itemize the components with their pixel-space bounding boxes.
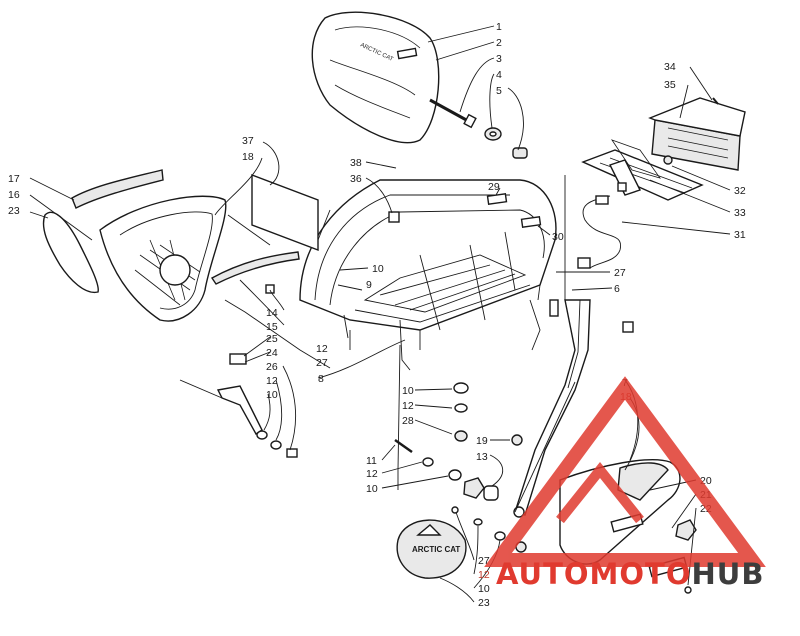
callout-10: 10 xyxy=(372,263,384,275)
callout-27c: 27 xyxy=(478,555,490,567)
callout-12c: 12 xyxy=(402,400,414,412)
callout-15: 15 xyxy=(266,321,278,333)
cargo-rack-frame xyxy=(299,179,557,350)
callout-24: 24 xyxy=(266,347,278,359)
callout-31: 31 xyxy=(734,229,746,241)
callout-34: 34 xyxy=(664,61,676,73)
emblem-cover: ARCTIC CAT xyxy=(396,519,467,579)
side-cover xyxy=(42,211,99,294)
bolt xyxy=(265,284,275,294)
callout-12: 12 xyxy=(316,343,328,355)
callout-23b: 23 xyxy=(478,597,490,609)
callout-27: 27 xyxy=(614,267,626,279)
callout-10e: 10 xyxy=(478,583,490,595)
callout-2: 2 xyxy=(496,37,502,49)
callout-1: 1 xyxy=(496,21,502,33)
reflector xyxy=(486,192,508,206)
callout-5: 5 xyxy=(496,85,502,97)
bushing xyxy=(512,147,528,159)
callout-9: 9 xyxy=(366,279,372,291)
callout-29: 29 xyxy=(488,181,500,193)
callout-27b: 27 xyxy=(316,357,328,369)
callout-11: 11 xyxy=(366,455,377,467)
watermark-moto: MOTO xyxy=(590,557,692,591)
callout-10c: 10 xyxy=(402,385,414,397)
emblem-text: ARCTIC CAT xyxy=(412,545,460,554)
watermark-auto: AUTOMOTOHUB xyxy=(496,557,764,591)
callout-leaders xyxy=(29,25,731,603)
watermark-auto: AUTO xyxy=(496,557,590,591)
callout-37: 37 xyxy=(242,135,254,147)
mounting-plate xyxy=(251,173,319,252)
callout-26: 26 xyxy=(266,361,278,373)
callout-16: 16 xyxy=(8,189,20,201)
callout-labels: 1 2 3 4 5 34 35 37 18 38 36 29 32 33 31 … xyxy=(8,21,746,609)
callout-12d: 12 xyxy=(366,468,378,480)
callout-13: 13 xyxy=(476,451,488,463)
side-frame xyxy=(99,195,227,322)
callout-4: 4 xyxy=(496,69,502,81)
callout-36: 36 xyxy=(350,173,362,185)
callout-23: 23 xyxy=(8,205,20,217)
mount-bracket xyxy=(216,353,263,436)
callout-30: 30 xyxy=(552,231,564,243)
callout-17: 17 xyxy=(8,173,20,185)
grab-strap xyxy=(71,169,164,209)
callout-25: 25 xyxy=(266,333,278,345)
tail-light-housing xyxy=(648,97,746,171)
assembly-lines xyxy=(179,175,576,513)
knob xyxy=(463,477,499,501)
watermark-text: AUTOMOTOHUB xyxy=(496,557,764,591)
callout-10b: 10 xyxy=(266,389,278,401)
callout-33: 33 xyxy=(734,207,746,219)
callout-38: 38 xyxy=(350,157,362,169)
bolt xyxy=(429,98,477,129)
callout-14: 14 xyxy=(266,307,278,319)
reflector xyxy=(520,215,542,229)
callout-3: 3 xyxy=(496,53,502,65)
watermark-logo xyxy=(484,376,766,567)
callout-18: 18 xyxy=(242,151,254,163)
watermark-hub: HUB xyxy=(692,557,765,591)
callout-28: 28 xyxy=(402,415,414,427)
fastener-stack xyxy=(453,382,523,446)
callout-6: 6 xyxy=(614,283,620,295)
callout-19: 19 xyxy=(476,435,488,447)
tail-light-wiring xyxy=(577,195,621,269)
callout-35: 35 xyxy=(664,79,676,91)
callout-12b: 12 xyxy=(266,375,278,387)
callout-8: 8 xyxy=(318,373,324,385)
hose xyxy=(210,251,300,285)
callout-12e: 12 xyxy=(478,569,490,581)
callout-10d: 10 xyxy=(366,483,378,495)
seat-backrest: ARCTIC CAT xyxy=(311,11,440,144)
tail-light-bracket xyxy=(581,139,704,201)
callout-32: 32 xyxy=(734,185,746,197)
callout-20: 20 xyxy=(700,475,712,487)
